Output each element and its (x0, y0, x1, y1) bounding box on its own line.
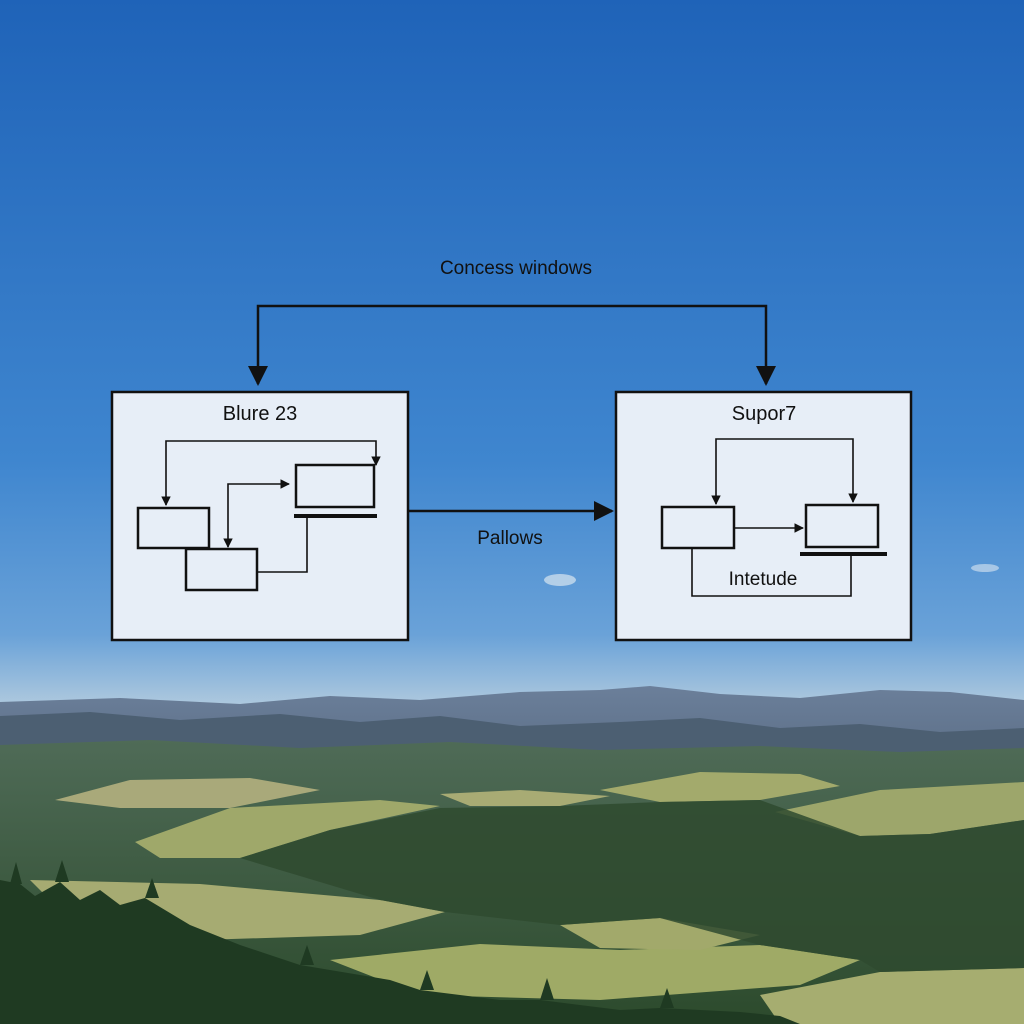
right-box-b (804, 503, 880, 549)
meadow (600, 772, 840, 802)
left-box-b (184, 547, 259, 592)
left-cross-arrow (223, 479, 290, 548)
top-connector-arrow (248, 304, 776, 386)
meadow (135, 800, 440, 858)
right-inner-bracket (691, 548, 852, 597)
meadow (330, 944, 860, 1000)
meadow (55, 778, 320, 808)
right-panel-title: Supor7 (731, 403, 797, 425)
right-inner-label: Intetude (728, 569, 798, 590)
left-return-line (257, 516, 308, 573)
small-cloud (971, 564, 999, 572)
right-panel (614, 390, 913, 642)
middle-connector-label: Pallows (477, 528, 543, 549)
meadow (775, 782, 1024, 836)
meadow (760, 968, 1024, 1024)
left-panel-title: Blure 23 (222, 403, 298, 425)
small-cloud (544, 574, 576, 586)
tree-band (240, 800, 1024, 972)
meadow (440, 790, 610, 806)
foreground-forest (0, 880, 800, 1024)
left-box-a (136, 506, 211, 550)
right-loop-arrow (711, 438, 858, 505)
top-connector-label: Concess windows (439, 258, 593, 279)
left-loop-arrow (161, 440, 381, 506)
meadow (560, 918, 760, 950)
